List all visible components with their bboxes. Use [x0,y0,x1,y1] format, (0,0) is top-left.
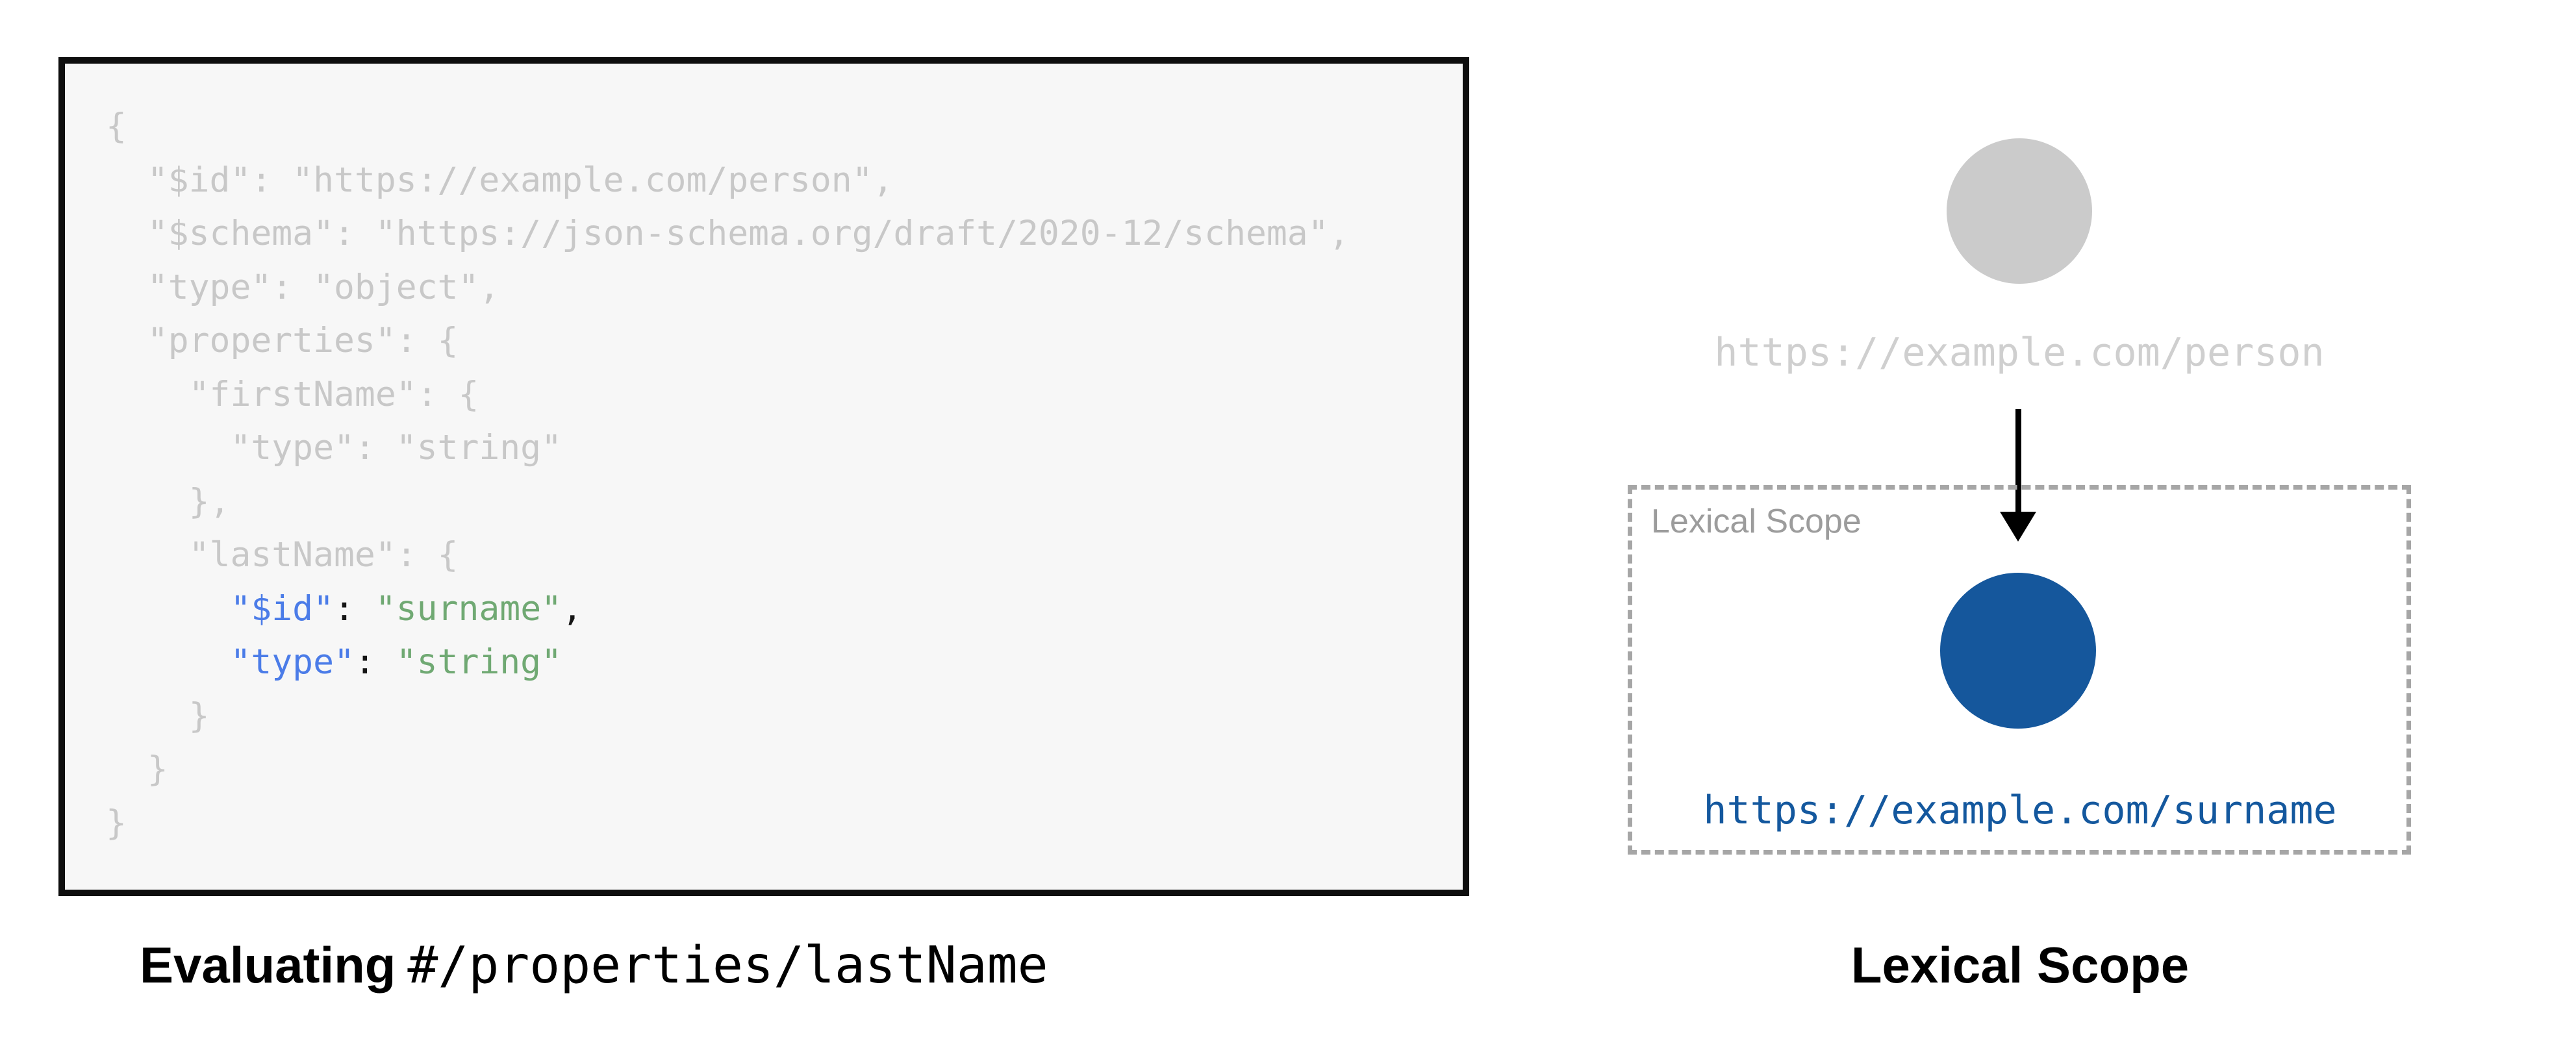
code-line: }, [106,481,231,521]
arrow-head [2000,512,2036,542]
code-line: } [106,695,210,736]
code-line: "type": "string" [230,642,562,682]
child-schema-uri-label: https://example.com/surname [1703,788,2337,833]
code-line: "$schema": "https://json-schema.org/draf… [106,214,1350,253]
code-line: "properties": { [106,321,459,360]
left-caption-evaluating: Evaluating [140,936,396,994]
lexical-scope-box [1628,485,2411,855]
code-line: } [106,749,168,789]
code-line: "type": "string" [106,428,562,468]
schema-code-panel: { "$id": "https://example.com/person", "… [58,57,1469,896]
arrow-shaft [2015,409,2021,514]
code-line: "$id": "surname", [230,588,583,629]
left-caption-json-pointer: #/properties/lastName [407,936,1048,995]
code-line: "firstName": { [106,374,479,414]
parent-schema-uri-label: https://example.com/person [1714,330,2325,375]
code-block: { "$id": "https://example.com/person", "… [65,64,1463,890]
right-caption: Lexical Scope [1850,936,2190,994]
code-line: "lastName": { [106,535,459,575]
left-caption: Evaluating #/properties/lastName [140,934,1048,996]
code-line: "type": "object", [106,267,500,307]
lexical-scope-box-label: Lexical Scope [1651,503,1862,540]
surname-node-circle [1940,573,2096,729]
code-line: } [106,803,127,843]
code-line: "$id": "https://example.com/person", [106,160,894,200]
code-line: { [106,106,127,146]
arrow-down-icon [1997,409,2039,542]
person-node-circle [1947,138,2092,284]
